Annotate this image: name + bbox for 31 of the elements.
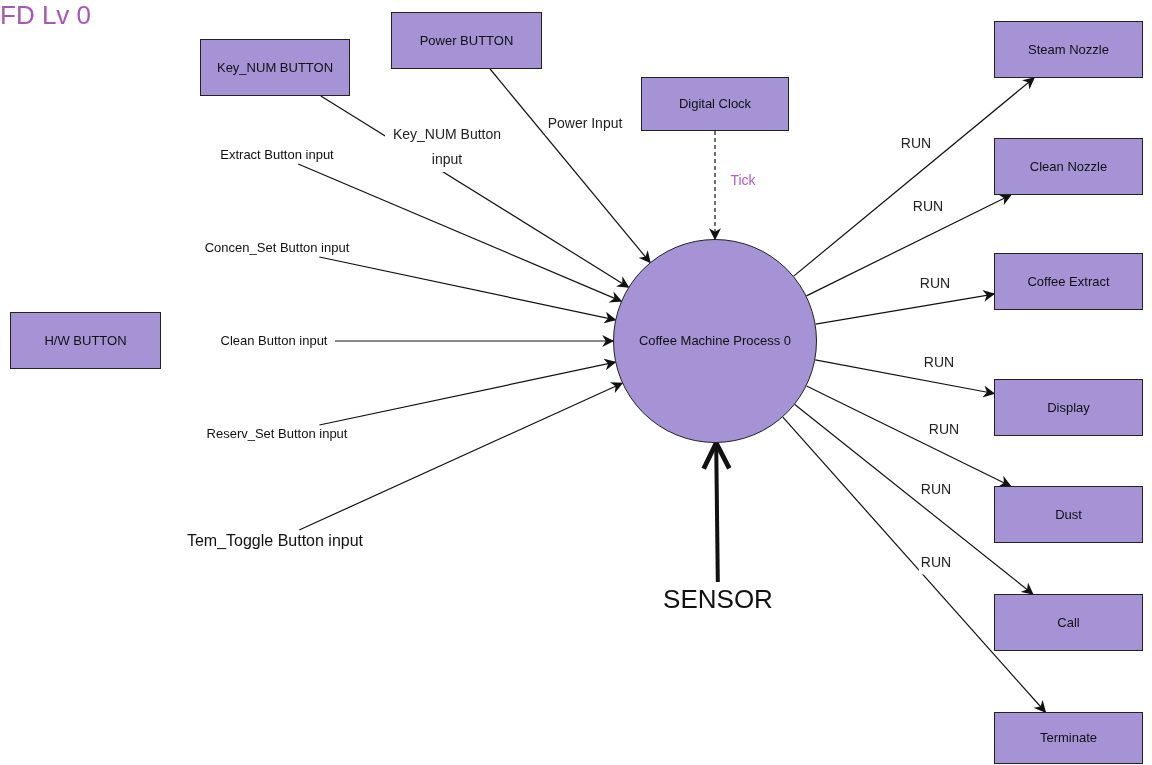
flow-text: Concen_Set Button input <box>197 239 357 257</box>
entity-box: Steam Nozzle <box>994 21 1143 78</box>
flow-text: Reserv_Set Button input <box>198 425 356 443</box>
arrow <box>489 68 651 264</box>
diagram-title: FD Lv 0 <box>0 0 92 32</box>
entity-box: Terminate <box>994 712 1143 764</box>
arrow <box>805 385 1012 487</box>
arrow <box>793 77 1035 277</box>
flow-text: Clean Button input <box>213 332 335 350</box>
entity-box: Call <box>994 594 1143 651</box>
entity-box: Display <box>994 379 1143 436</box>
entity-box: Power BUTTON <box>391 12 542 69</box>
entity-box: H/W BUTTON <box>10 312 161 369</box>
arrow <box>794 403 1034 595</box>
arrow <box>318 358 617 426</box>
entity-box: Coffee Extract <box>994 253 1143 310</box>
flow-text: Extract Button input <box>212 146 342 164</box>
arrow <box>815 289 996 325</box>
entity-box: Clean Nozzle <box>994 138 1143 195</box>
dashed-arrow <box>709 130 721 241</box>
flow-text: Tem_Toggle Button input <box>170 530 380 552</box>
arrow <box>318 256 617 324</box>
entity-box: Key_NUM BUTTON <box>200 39 350 96</box>
entity-box: Digital Clock <box>641 77 789 131</box>
arrow <box>297 163 623 303</box>
entity-box: Dust <box>994 486 1143 543</box>
arrow <box>805 194 1012 297</box>
arrow <box>782 416 1047 713</box>
flow-text: SENSOR <box>664 582 772 616</box>
arrow <box>334 335 615 347</box>
arrow <box>298 382 624 531</box>
